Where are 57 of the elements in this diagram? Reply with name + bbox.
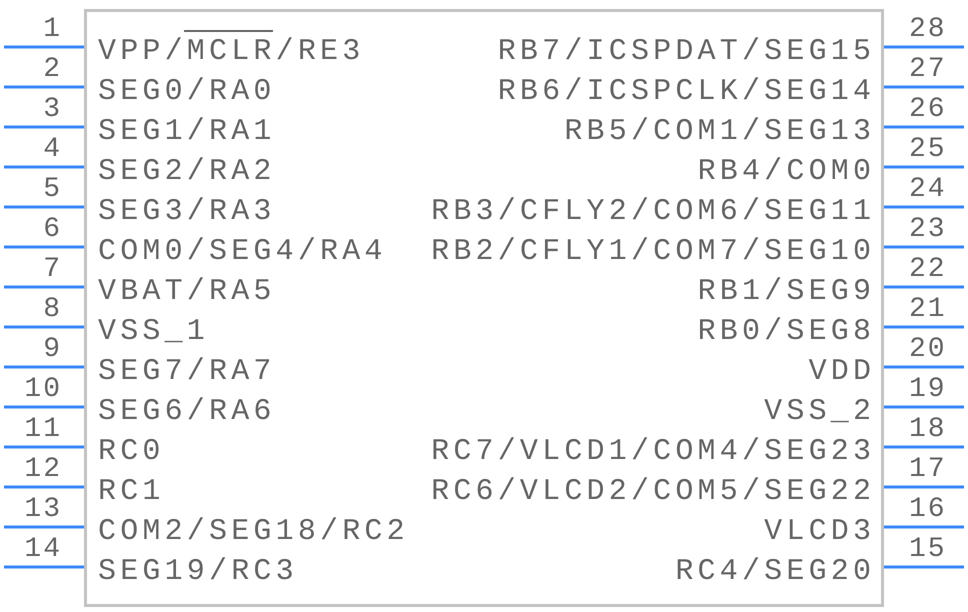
pin-number: 16 (909, 495, 947, 525)
pin-name: RB7/ICSPDAT/SEG15 (498, 35, 876, 69)
pin-name: RB0/SEG8 (698, 315, 876, 349)
pin-name: SEG6/RA6 (98, 395, 276, 429)
pin-number: 27 (909, 55, 947, 85)
pin-name: RB1/SEG9 (698, 275, 876, 309)
pin-number: 4 (43, 135, 62, 165)
pin-number: 14 (24, 535, 62, 565)
pin-name: RC1 (98, 475, 165, 509)
pin-number: 12 (24, 455, 62, 485)
pin-name: RC4/SEG20 (675, 555, 876, 589)
pin-number: 19 (909, 375, 947, 405)
pin-name: VPP/MCLR/RE3 (98, 35, 364, 69)
pin-name: RB4/COM0 (698, 155, 876, 189)
pin-number: 22 (909, 255, 947, 285)
pin-number: 24 (909, 175, 947, 205)
pin-number: 7 (43, 255, 62, 285)
pin-number: 10 (24, 375, 62, 405)
pin-name: SEG7/RA7 (98, 355, 276, 389)
pin-name: RC7/VLCD1/COM4/SEG23 (431, 435, 876, 469)
pin-number: 2 (43, 55, 62, 85)
pin-name: RB3/CFLY2/COM6/SEG11 (431, 195, 876, 229)
pin-name: VDD (808, 355, 876, 389)
pin-number: 26 (909, 95, 947, 125)
pin-number: 23 (909, 215, 947, 245)
pin-number: 28 (909, 15, 947, 45)
pin-name: RB5/COM1/SEG13 (564, 115, 876, 149)
pin-name: VLCD3 (764, 515, 876, 549)
pin-number: 25 (909, 135, 947, 165)
pin-number: 17 (909, 455, 947, 485)
pin-name: RC0 (98, 435, 165, 469)
pin-number: 1 (43, 15, 62, 45)
pin-number: 8 (43, 295, 62, 325)
pin-number: 6 (43, 215, 62, 245)
pin-number: 11 (24, 415, 62, 445)
ic-body (84, 9, 884, 607)
pin-number: 5 (43, 175, 62, 205)
pin-number: 3 (43, 95, 62, 125)
pin-number: 13 (24, 495, 62, 525)
pin-name: SEG1/RA1 (98, 115, 276, 149)
pin-number: 21 (909, 295, 947, 325)
pin-name: RB2/CFLY1/COM7/SEG10 (431, 235, 876, 269)
pin-name: COM0/SEG4/RA4 (98, 235, 387, 269)
pin-name: COM2/SEG18/RC2 (98, 515, 409, 549)
pin-name: SEG0/RA0 (98, 75, 276, 109)
pin-name: RC6/VLCD2/COM5/SEG22 (431, 475, 876, 509)
pin-name: VSS_1 (98, 315, 210, 349)
pin-name: VSS_2 (764, 395, 876, 429)
pin-number: 9 (43, 335, 62, 365)
pin-number: 20 (909, 335, 947, 365)
pin-name: SEG19/RC3 (98, 555, 298, 589)
pin-name: SEG2/RA2 (98, 155, 276, 189)
pin-name: VBAT/RA5 (98, 275, 276, 309)
pin-name: SEG3/RA3 (98, 195, 276, 229)
pin-number: 18 (909, 415, 947, 445)
pin-name: RB6/ICSPCLK/SEG14 (498, 75, 876, 109)
pin-number: 15 (909, 535, 947, 565)
